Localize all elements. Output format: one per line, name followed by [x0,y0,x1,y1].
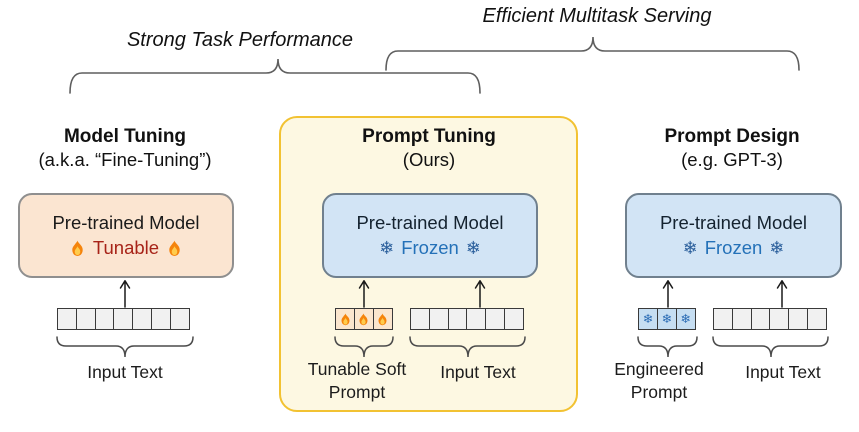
column-subtitle-prompt-tuning: (Ours) [402,149,456,170]
label-input-text-3: Input Text [745,362,821,382]
model-state-frozen: ❄ Frozen ❄ [379,237,481,259]
input-token-cell [113,308,134,330]
model-box-name: Pre-trained Model [52,212,200,233]
input-token-cell [788,308,809,330]
input-token-row [713,308,828,330]
model-state-label: Frozen [401,237,459,258]
engineered-prompt-token-cell: ❄ [638,308,658,330]
input-token-cell [731,308,752,330]
column-subtitle-prompt-design: (e.g. GPT-3) [681,149,783,170]
flame-icon [378,312,387,325]
brace-efficient-multitask-serving [385,36,800,71]
snowflake-icon: ❄ [769,238,785,258]
soft-prompt-token-cell [353,308,374,330]
input-token-cell [713,308,733,330]
input-token-cell [94,308,115,330]
snowflake-icon: ❄ [680,311,691,326]
arrow-input-to-model-1 [119,280,131,308]
model-box-tunable: Pre-trained Model Tunable [18,193,234,278]
engineered-prompt-token-cell: ❄ [656,308,677,330]
model-box-name: Pre-trained Model [659,212,808,233]
input-token-cell [132,308,153,330]
input-token-cell [151,308,172,330]
model-state-frozen: ❄ Frozen ❄ [683,237,785,259]
input-token-cell [169,308,190,330]
flame-icon [341,312,349,325]
snowflake-icon: ❄ [682,238,698,258]
snowflake-icon: ❄ [661,311,673,326]
engineered-prompt-token-cell: ❄ [675,308,696,330]
brace-input-text-1 [56,336,194,358]
model-box-name: Pre-trained Model [356,212,504,233]
brace-input-text-3 [712,336,829,358]
soft-prompt-token-row [335,308,393,330]
input-token-cell [447,308,468,330]
input-token-cell [75,308,96,330]
snowflake-icon: ❄ [379,238,395,258]
label-tunable-soft-prompt: Tunable Soft Prompt [307,359,407,403]
snowflake-icon: ❄ [642,311,654,326]
column-subtitle-model-tuning: (a.k.a. “Fine-Tuning”) [38,149,212,170]
input-token-cell [466,308,487,330]
input-token-row [410,308,525,330]
label-input-text-2: Input Text [440,362,516,382]
model-box-frozen-gpt3: Pre-trained Model ❄ Frozen ❄ [625,193,842,278]
label-input-text-1: Input Text [87,362,163,382]
model-state-label: Frozen [704,237,763,258]
column-title-prompt-design: Prompt Design [664,126,800,147]
input-token-cell [485,308,506,330]
model-box-frozen-ours: Pre-trained Model ❄ Frozen ❄ [322,193,538,278]
model-state-label: Tunable [92,237,160,258]
input-token-cell [410,308,430,330]
flame-icon [359,312,368,325]
input-token-cell [750,308,771,330]
soft-prompt-token-cell [372,308,393,330]
input-token-cell [769,308,790,330]
brace-engineered-prompt [637,336,698,358]
column-title-prompt-tuning: Prompt Tuning [362,126,496,147]
input-token-cell [807,308,828,330]
flame-icon [169,240,180,256]
annotation-efficient-multitask-serving: Efficient Multitask Serving [482,5,712,27]
input-token-cell [428,308,449,330]
arrow-input-to-model-3 [776,280,788,308]
snowflake-icon: ❄ [465,238,481,258]
model-state-tunable: Tunable [69,237,183,259]
engineered-prompt-token-row: ❄ ❄ ❄ [638,308,696,330]
flame-icon [72,240,83,256]
column-title-model-tuning: Model Tuning [63,126,187,147]
arrow-engprompt-to-model [662,280,674,308]
input-token-row [57,308,190,330]
soft-prompt-token-cell [335,308,355,330]
input-token-cell [504,308,525,330]
input-token-cell [57,308,77,330]
brace-strong-task-performance [69,58,481,94]
annotation-strong-task-performance: Strong Task Performance [126,29,354,51]
label-engineered-prompt: Engineered Prompt [614,359,704,403]
